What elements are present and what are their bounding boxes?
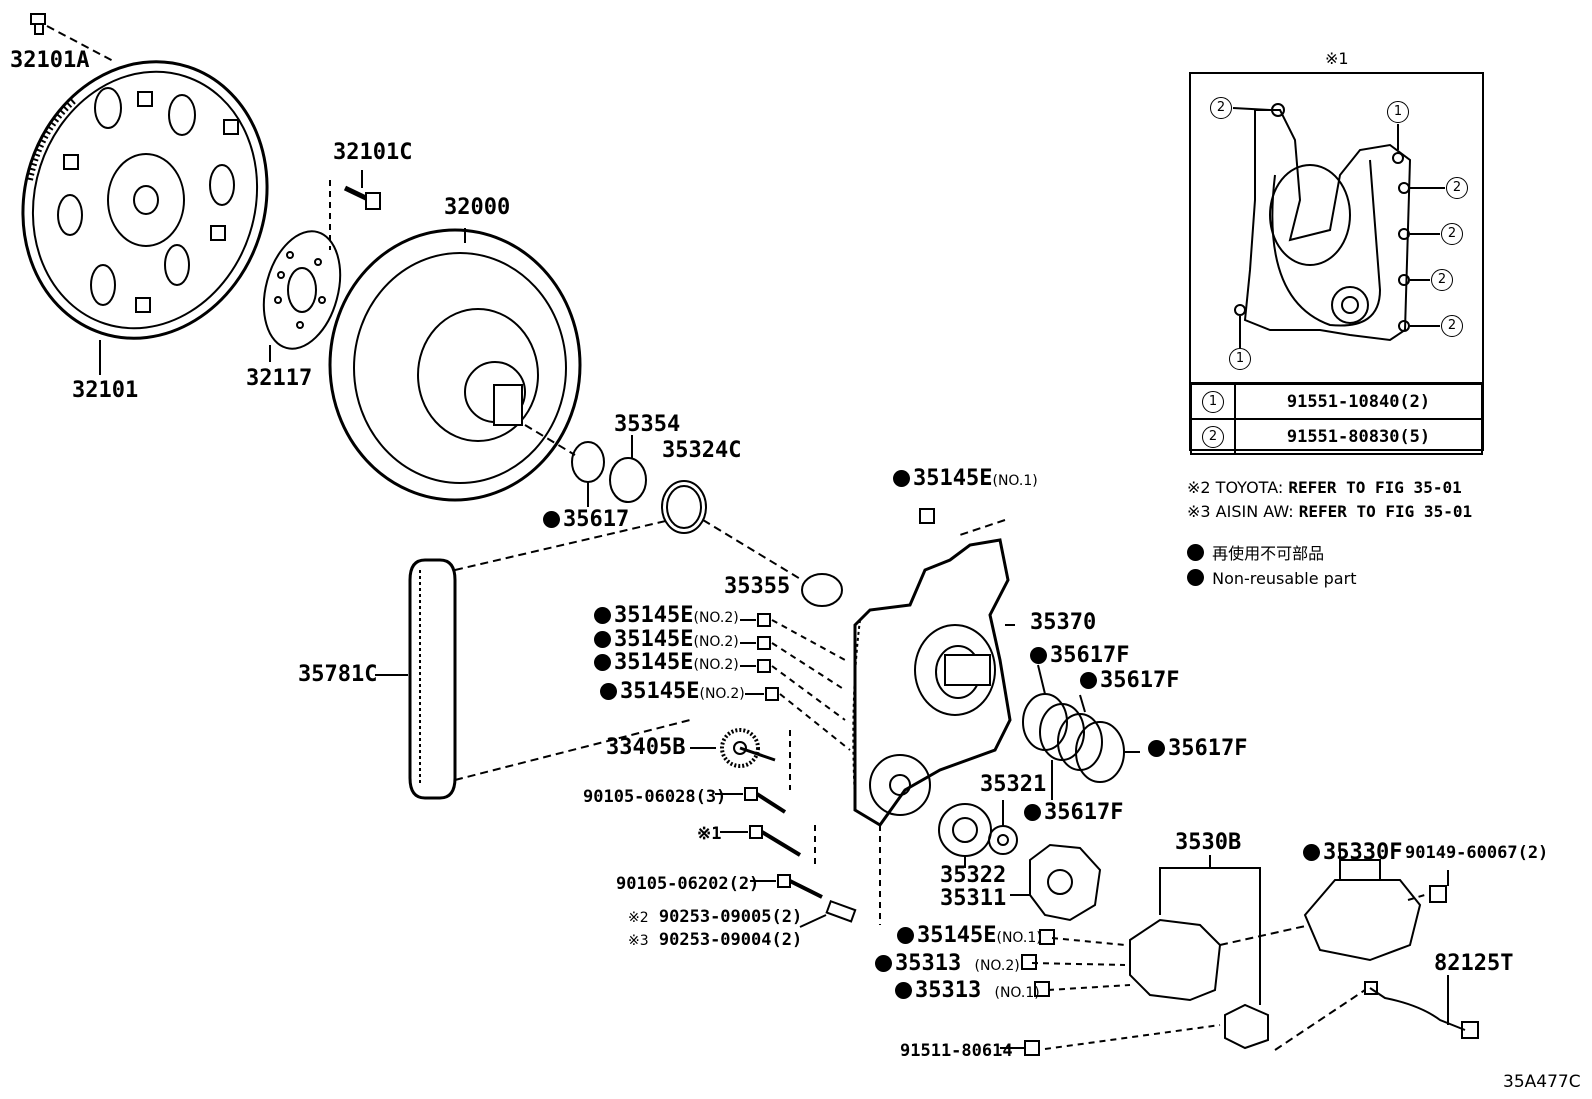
- label-ref1: ※1: [697, 824, 722, 844]
- label-90105-06202: 90105-06202(2): [616, 874, 760, 894]
- label-35781C: 35781C: [298, 662, 378, 687]
- label-35145E-no2-c: 35145E(NO.2): [594, 652, 739, 676]
- row-value-2: 91551-80830(5): [1234, 418, 1483, 455]
- label-82125T: 82125T: [1434, 951, 1514, 976]
- label-91511-80614: 91511-80614: [900, 1041, 1013, 1061]
- torque-converter-32000-illustration: [328, 228, 582, 502]
- label-32101A: 32101A: [10, 48, 90, 73]
- inset-callout-2e: 2: [1441, 315, 1463, 337]
- label-32000: 32000: [444, 195, 511, 220]
- inset-table-row: 1 91551-10840(2): [1190, 383, 1483, 420]
- inset-callout-2b: 2: [1446, 177, 1468, 199]
- label-35145E-no2-d: 35145E(NO.2): [600, 681, 745, 705]
- label-32117: 32117: [246, 366, 313, 391]
- label-32101: 32101: [72, 378, 139, 403]
- gaskets-35617F-illustration: [1022, 664, 1140, 800]
- pump-body-35370-illustration: [852, 519, 1015, 827]
- drive-plate-32117-illustration: [262, 230, 342, 362]
- inset-callout-2a: 2: [1210, 97, 1232, 119]
- inset-table-row: 2 91551-80830(5): [1190, 418, 1483, 455]
- label-35355: 35355: [724, 574, 791, 599]
- label-35145E-no1-top: 35145E(NO.1): [893, 468, 1038, 492]
- inset-frame: [1189, 72, 1484, 451]
- label-35322: 35322: [940, 863, 1007, 888]
- label-35145E-no2-b: 35145E(NO.2): [594, 629, 739, 653]
- label-35311: 35311: [940, 886, 1007, 911]
- sensor-wire-82125T-illustration: [1274, 975, 1479, 1051]
- flex-plate-32101-illustration: [21, 60, 269, 375]
- label-90149-60067: 90149-60067(2): [1405, 843, 1549, 863]
- gear-33405B-illustration: [690, 728, 776, 768]
- label-35617F-1: 35617F: [1030, 645, 1129, 667]
- inset-bolt-table: 1 91551-10840(2) 2 91551-80830(5): [1190, 383, 1483, 455]
- drive-chain-35781C-illustration: [375, 519, 691, 800]
- label-35324C: 35324C: [662, 438, 742, 463]
- nuts-35145E-no2-illustration: [740, 508, 935, 751]
- bolt-32101A-illustration: [30, 13, 116, 63]
- label-35321: 35321: [980, 772, 1047, 797]
- inset-callout-1b: 1: [1229, 348, 1251, 370]
- label-3530B: 3530B: [1175, 830, 1242, 855]
- label-90253-09004: ※3 90253-09004(2): [628, 930, 803, 950]
- label-35330F: 35330F: [1303, 842, 1402, 864]
- label-35313-no2: 35313 (NO.2): [875, 953, 1020, 977]
- oil-strainer-35330F-illustration: [1303, 850, 1449, 962]
- legend-jp: 再使用不可部品: [1187, 544, 1324, 563]
- inset-title: ※1: [1325, 49, 1349, 68]
- label-35145E-no2-a: 35145E(NO.2): [594, 605, 739, 629]
- label-35617F-4: 35617F: [1024, 802, 1123, 824]
- label-90253-09005: ※2 90253-09005(2): [628, 907, 803, 927]
- row-value-1: 91551-10840(2): [1234, 383, 1483, 420]
- inset-callout-2c: 2: [1441, 223, 1463, 245]
- label-35313-no1: 35313 (NO.1): [895, 980, 1040, 1004]
- pump-rotors-illustration: [938, 800, 1102, 922]
- label-35617: 35617: [543, 509, 629, 531]
- label-33405B: 33405B: [606, 735, 686, 760]
- row-key-1: 1: [1202, 391, 1224, 413]
- label-32101C: 32101C: [333, 140, 413, 165]
- note-ref2: ※2 TOYOTA: REFER TO FIG 35-01: [1187, 478, 1462, 497]
- bolt-32101C-illustration: [329, 170, 381, 250]
- label-35617F-3: 35617F: [1148, 738, 1247, 760]
- label-35370: 35370: [1030, 610, 1097, 635]
- snap-ring-35355-illustration: [702, 519, 843, 607]
- inset-callout-2d: 2: [1431, 269, 1453, 291]
- label-90105-06028: 90105-06028(3): [583, 787, 727, 807]
- seal-rings-illustration: [571, 435, 707, 534]
- inset-callout-1a: 1: [1387, 101, 1409, 123]
- legend-en: Non-reusable part: [1187, 569, 1356, 588]
- label-35354: 35354: [614, 412, 681, 437]
- label-35145E-no1-bottom: 35145E(NO.1): [897, 925, 1042, 949]
- note-ref3: ※3 AISIN AW: REFER TO FIG 35-01: [1187, 502, 1473, 521]
- row-key-2: 2: [1202, 426, 1224, 448]
- valve-body-3530B-illustration: [1000, 855, 1311, 1056]
- figure-id: 35A477C: [1503, 1072, 1581, 1092]
- label-35617F-2: 35617F: [1080, 670, 1179, 692]
- bolts-lower-left-illustration: [715, 730, 881, 928]
